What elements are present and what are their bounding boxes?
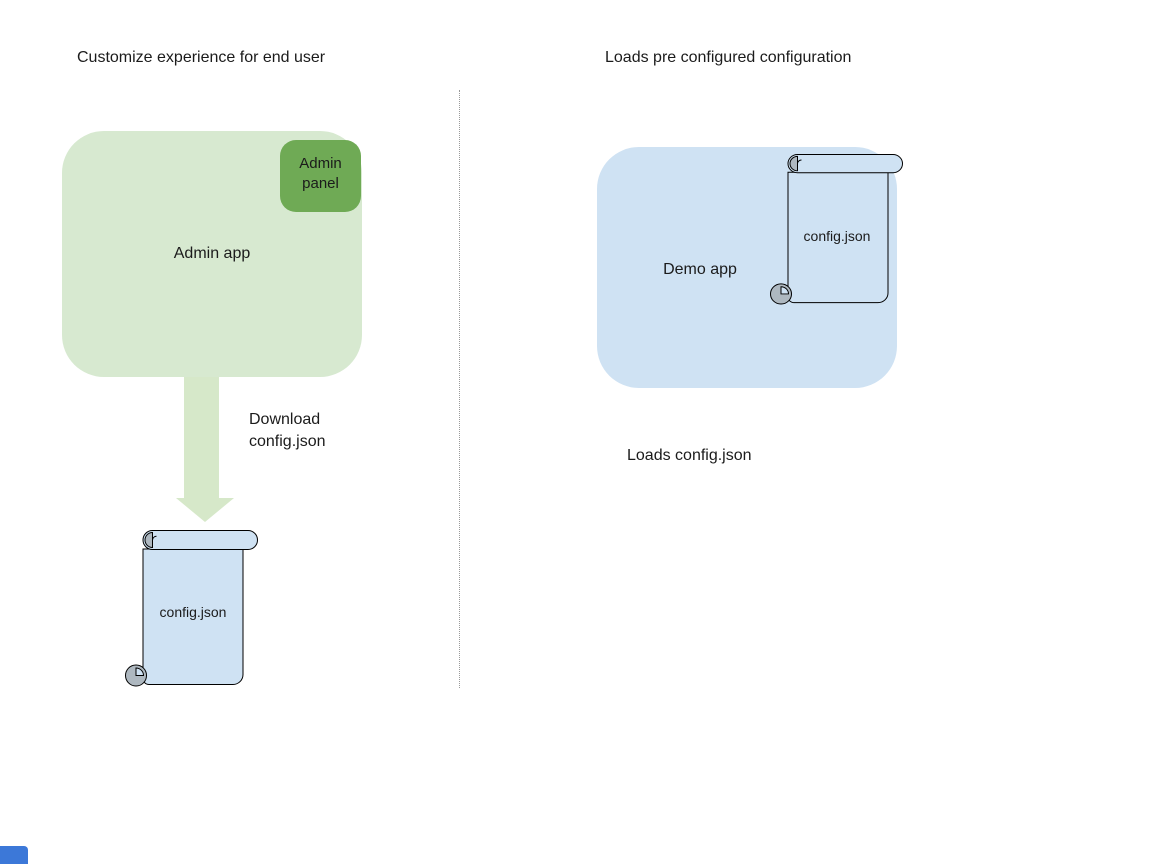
scroll-curl-notch	[780, 286, 790, 295]
config-scroll-icon	[125, 530, 258, 687]
admin-app-label: Admin app	[173, 245, 251, 262]
scroll-roll-end	[144, 531, 153, 549]
left-section-title: Customize experience for end user	[77, 49, 326, 66]
right-section-title: Loads pre configured configuration	[605, 49, 852, 66]
scroll-roll-spiral	[797, 159, 802, 164]
loads-config-caption: Loads config.json	[627, 447, 752, 464]
scroll-roll-spiral	[152, 535, 157, 541]
down-arrow-icon	[176, 377, 234, 522]
scroll-roll-end	[789, 155, 798, 172]
scroll-top-roll	[142, 530, 258, 550]
corner-blue-mark	[0, 846, 28, 864]
download-caption: Download config.json	[249, 411, 326, 450]
config-scroll-icon	[770, 154, 903, 305]
admin-panel-box: Admin panel	[280, 140, 361, 212]
left-config-file-label: config.json	[159, 604, 227, 620]
demo-app-label: Demo app	[663, 261, 737, 278]
right-config-file-label: config.json	[803, 228, 871, 244]
down-arrow-shape	[176, 377, 234, 522]
scroll-curl-notch	[135, 667, 145, 676]
scroll-top-roll	[787, 154, 903, 174]
section-divider	[459, 90, 460, 688]
